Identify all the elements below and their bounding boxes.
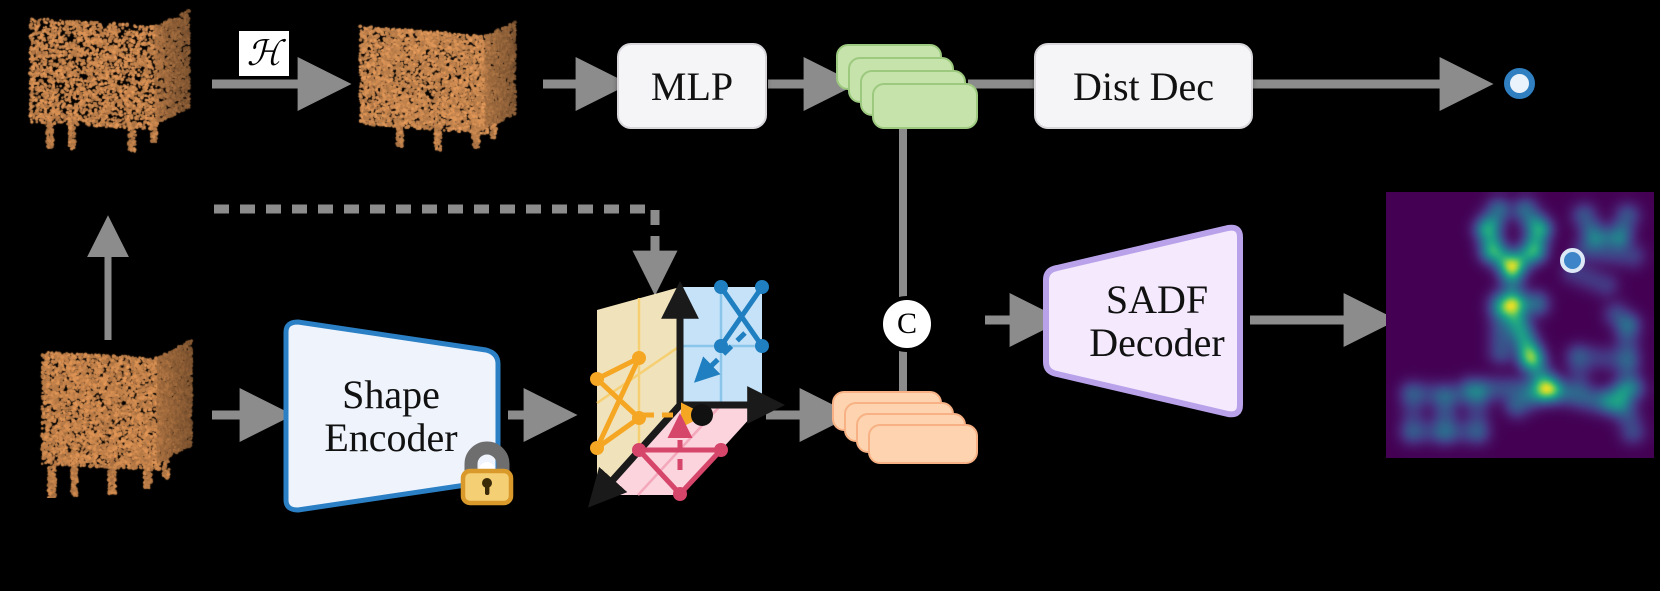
lock-icon: [455, 440, 519, 506]
point-feature-stack: [836, 44, 978, 129]
dashed-skip-connection: [214, 204, 678, 296]
concatenation-node: C: [879, 296, 935, 352]
xz-plane: [680, 287, 762, 405]
triplane-feature-stack: [832, 391, 978, 464]
complete-point-cloud: [16, 338, 196, 498]
sadf-field-heatmap: [1386, 192, 1654, 458]
interpolated-sample-point: [691, 404, 713, 426]
yz-plane: [597, 287, 680, 495]
transformed-point-cloud: [348, 16, 526, 156]
triplane-feature-volume: [587, 280, 785, 508]
xy-plane: [597, 405, 762, 495]
h-transform-operator: ℋ: [239, 31, 289, 76]
feature-card: [872, 83, 978, 129]
dist-dec-box[interactable]: Dist Dec: [1034, 43, 1253, 129]
blue-interp-arrow: [693, 331, 747, 383]
partial-point-cloud: [14, 8, 200, 158]
query-point-marker: [1560, 248, 1585, 273]
sadf-decoder[interactable]: SADF Decoder: [1042, 222, 1250, 420]
mlp-box[interactable]: MLP: [617, 43, 767, 129]
query-point-marker: [1504, 68, 1535, 99]
feature-card: [868, 424, 978, 464]
